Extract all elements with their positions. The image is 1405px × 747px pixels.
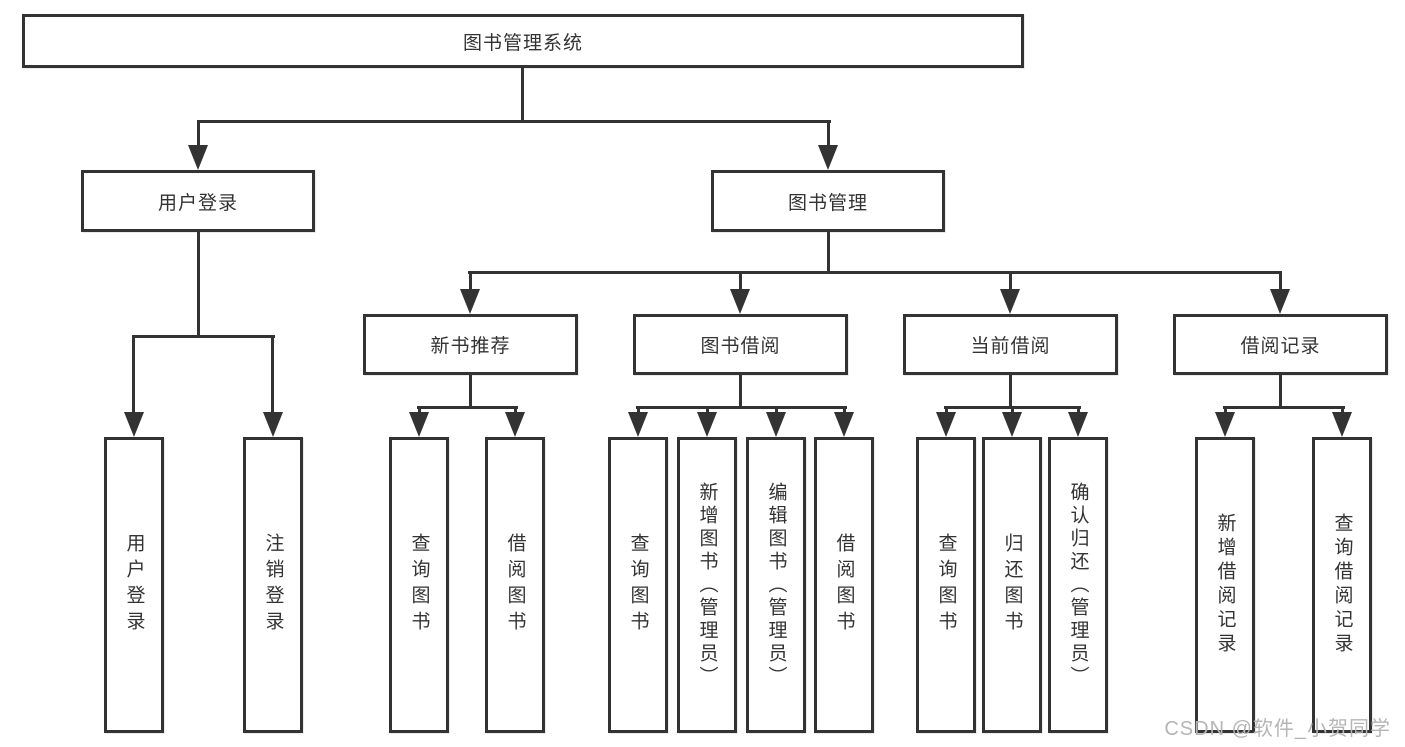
node-borrowing-records: 借阅记录 [1173, 314, 1388, 375]
connector-drop-current-borrow [1009, 271, 1012, 292]
connector-drop-br-query [1341, 406, 1344, 415]
connector-drop-bb-add [706, 406, 709, 415]
arrowhead-current-borrow [1000, 289, 1020, 314]
connector-root-stem [521, 68, 524, 123]
arrowhead-bb-query [628, 412, 648, 437]
leaf-cb-return-books: 归还图书 [982, 437, 1042, 733]
node-new-book-recommend: 新书推荐 [363, 314, 578, 375]
node-library-management-system: 图书管理系统 [22, 14, 1024, 68]
connector-user-login-stem [197, 232, 200, 338]
connector-drop-leaf-logout [271, 335, 274, 415]
connector-drop-cb-return [1011, 406, 1014, 415]
leaf-nb-query-books: 查询图书 [389, 437, 449, 733]
node-book-management: 图书管理 [711, 170, 945, 232]
leaf-bb-edit-books-admin: 编辑图书（管理员） [746, 437, 806, 733]
connector-bb-stem [739, 375, 742, 409]
connector-drop-br-add [1224, 406, 1227, 415]
arrowhead-borrow-records [1270, 289, 1290, 314]
csdn-watermark: CSDN @软件_小贺同学 [1164, 718, 1391, 740]
connector-bb-bar [636, 406, 847, 409]
leaf-cb-confirm-return-admin: 确认归还（管理员） [1048, 437, 1108, 733]
connector-drop-book-management [827, 120, 830, 148]
arrowhead-book-management [818, 145, 838, 170]
arrowhead-cb-query [936, 412, 956, 437]
connector-br-bar [1223, 406, 1345, 409]
connector-drop-cb-query [945, 406, 948, 415]
connector-book-mgmt-bar [468, 271, 1282, 274]
connector-drop-borrow-records [1279, 271, 1282, 292]
arrowhead-nb-query [409, 412, 429, 437]
leaf-bb-borrow-books: 借阅图书 [814, 437, 874, 733]
arrowhead-book-borrow [730, 289, 750, 314]
leaf-nb-borrow-books: 借阅图书 [485, 437, 545, 733]
connector-drop-book-borrow [739, 271, 742, 292]
arrowhead-leaf-user-login [124, 412, 144, 437]
leaf-user-login: 用户登录 [104, 437, 164, 733]
connector-drop-bb-query [637, 406, 640, 415]
connector-drop-bb-edit [775, 406, 778, 415]
connector-drop-leaf-user-login [132, 335, 135, 415]
connector-newbook-bar [417, 406, 518, 409]
connector-drop-bb-borrow [843, 406, 846, 415]
arrowhead-nb-borrow [505, 412, 525, 437]
arrowhead-new-book [460, 289, 480, 314]
leaf-logout: 注销登录 [243, 437, 303, 733]
leaf-bb-add-books-admin: 新增图书（管理员） [677, 437, 737, 733]
connector-br-stem [1279, 375, 1282, 409]
connector-root-bar [197, 120, 831, 123]
connector-cb-stem [1009, 375, 1012, 409]
leaf-br-add-record: 新增借阅记录 [1195, 437, 1255, 733]
arrowhead-user-login [188, 145, 208, 170]
connector-drop-user-login [197, 120, 200, 148]
arrowhead-bb-add [697, 412, 717, 437]
connector-drop-nb-borrow [514, 406, 517, 415]
arrowhead-cb-confirm [1068, 412, 1088, 437]
connector-drop-new-book [469, 271, 472, 292]
leaf-bb-query-books: 查询图书 [608, 437, 668, 733]
arrowhead-bb-edit [766, 412, 786, 437]
connector-book-mgmt-stem [827, 232, 830, 274]
leaf-br-query-record: 查询借阅记录 [1312, 437, 1372, 733]
arrowhead-cb-return [1002, 412, 1022, 437]
node-book-borrowing: 图书借阅 [633, 314, 848, 375]
arrowhead-br-query [1332, 412, 1352, 437]
arrowhead-br-add [1215, 412, 1235, 437]
node-user-login: 用户登录 [81, 170, 315, 232]
connector-drop-cb-confirm [1077, 406, 1080, 415]
leaf-cb-query-books: 查询图书 [916, 437, 976, 733]
arrowhead-bb-borrow [834, 412, 854, 437]
connector-user-login-bar [132, 335, 275, 338]
connector-drop-nb-query [418, 406, 421, 415]
connector-newbook-stem [469, 375, 472, 409]
arrowhead-leaf-logout [263, 412, 283, 437]
node-current-borrowing: 当前借阅 [903, 314, 1118, 375]
